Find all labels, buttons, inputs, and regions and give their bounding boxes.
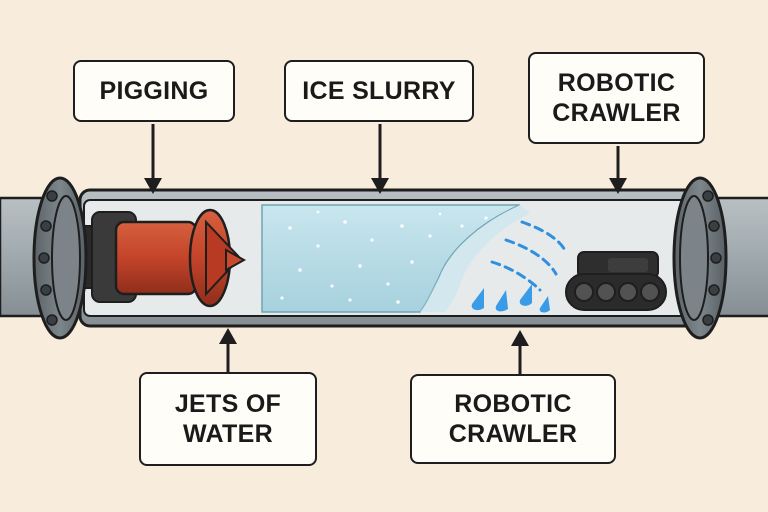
pointer-arrows xyxy=(144,124,627,374)
label-pigging: PIGGING xyxy=(73,60,235,122)
arrow-robotic-crawler-bottom xyxy=(511,330,529,374)
arrow-pigging xyxy=(144,124,162,194)
arrow-ice-slurry xyxy=(371,124,389,194)
label-robotic-crawler-bottom: ROBOTIC CRAWLER xyxy=(410,374,616,464)
label-jets-of-water: JETS OF WATER xyxy=(139,372,317,466)
slurry-ice-particles xyxy=(280,210,488,304)
left-flange xyxy=(32,176,88,340)
water-jets xyxy=(471,220,568,313)
right-flange xyxy=(672,176,728,340)
arrow-jets-of-water xyxy=(219,328,237,372)
label-ice-slurry: ICE SLURRY xyxy=(284,60,474,122)
robotic-crawler-device xyxy=(565,251,667,311)
pig-device xyxy=(71,208,247,308)
label-robotic-crawler-top: ROBOTIC CRAWLER xyxy=(528,52,705,144)
ice-slurry xyxy=(261,204,530,313)
arrow-robotic-crawler-top xyxy=(609,146,627,194)
